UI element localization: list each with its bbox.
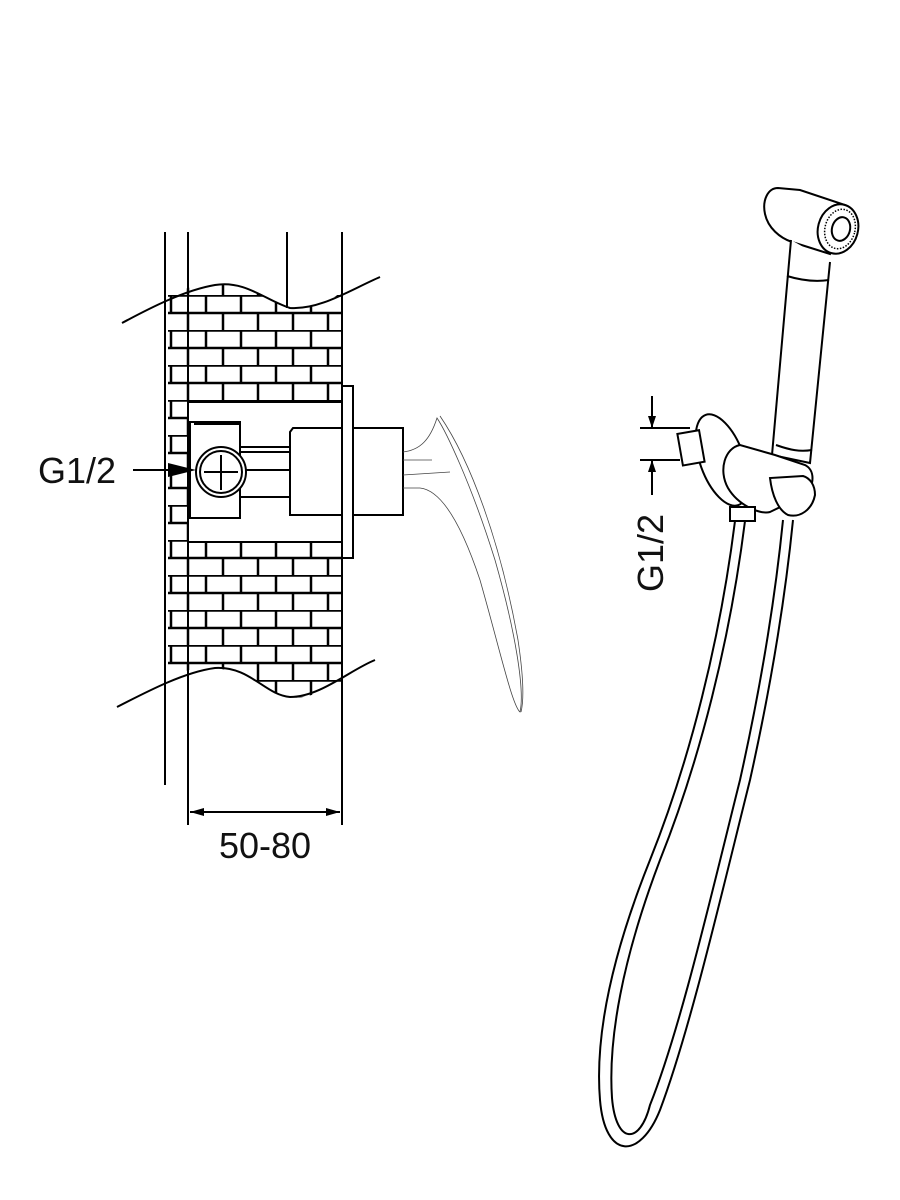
- wall-holder: [676, 413, 817, 522]
- mixer-valve: [189, 385, 404, 559]
- brick-wall: [116, 232, 381, 825]
- shower-hose: [598, 519, 794, 1148]
- outlet-size-label: G1/2: [630, 514, 671, 592]
- lever-handle: [402, 415, 524, 713]
- wall-thickness-dimension: 50-80: [190, 808, 340, 866]
- outlet-dimension: G1/2: [630, 396, 690, 592]
- wall-thickness-label: 50-80: [219, 825, 311, 866]
- inlet-size-label: G1/2: [38, 450, 116, 491]
- inlet-callout: G1/2: [38, 450, 196, 491]
- hand-shower: [763, 186, 860, 465]
